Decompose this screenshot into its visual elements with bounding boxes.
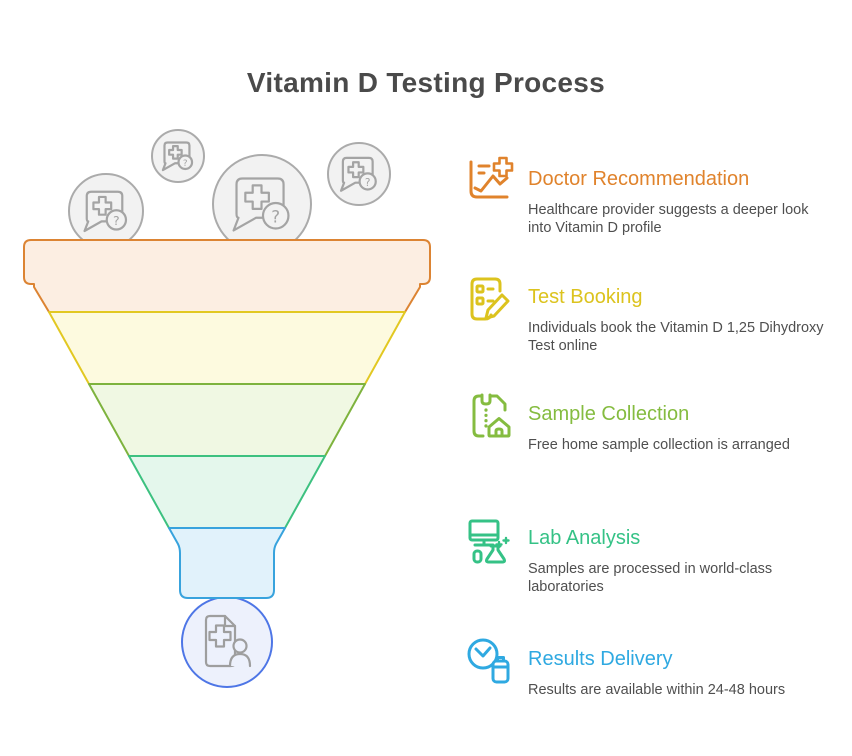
thought-bubble-2 bbox=[151, 129, 205, 183]
patient-drop-circle bbox=[181, 596, 273, 688]
document-patient-icon bbox=[204, 614, 252, 668]
step-title: Sample Collection bbox=[528, 403, 690, 425]
process-steps-list: Doctor Recommendation Healthcare provide… bbox=[462, 0, 848, 756]
funnel-layer-sample-collection bbox=[88, 383, 366, 457]
funnel-layer-lab-analysis bbox=[128, 455, 326, 529]
thought-bubble-1 bbox=[68, 173, 144, 249]
thought-bubble-3 bbox=[211, 153, 313, 255]
step-lab-analysis: Lab Analysis Samples are processed in wo… bbox=[462, 514, 830, 596]
step-title: Results Delivery bbox=[528, 648, 673, 670]
step-description: Results are available within 24-48 hours bbox=[528, 682, 786, 698]
computer-lab-flask-icon bbox=[462, 514, 514, 566]
step-description: Healthcare provider suggests a deeper lo… bbox=[528, 202, 809, 236]
step-title: Doctor Recommendation bbox=[528, 168, 750, 190]
chart-medical-cross-icon bbox=[462, 155, 514, 207]
step-doctor-recommendation: Doctor Recommendation Healthcare provide… bbox=[462, 155, 830, 237]
funnel-diagram: ? bbox=[23, 129, 431, 688]
funnel-layer-results-delivery bbox=[168, 527, 286, 599]
page-title: Vitamin D Testing Process bbox=[246, 66, 606, 98]
step-description: Free home sample collection is arranged bbox=[528, 437, 790, 453]
step-sample-collection: Sample Collection Free home sample colle… bbox=[462, 390, 830, 454]
funnel-layer-doctor-recommendation bbox=[23, 239, 431, 313]
checklist-pencil-icon bbox=[462, 273, 514, 325]
step-title: Test Booking bbox=[528, 286, 643, 308]
step-test-booking: Test Booking Individuals book the Vitami… bbox=[462, 273, 830, 355]
clock-delivery-icon bbox=[462, 635, 514, 687]
step-description: Individuals book the Vitamin D 1,25 Dihy… bbox=[528, 320, 824, 354]
thought-bubble-4 bbox=[327, 142, 391, 206]
step-description: Samples are processed in world-class lab… bbox=[528, 561, 773, 595]
step-title: Lab Analysis bbox=[528, 527, 641, 549]
sample-document-home-icon bbox=[462, 390, 514, 442]
step-results-delivery: Results Delivery Results are available w… bbox=[462, 635, 830, 699]
funnel-layer-test-booking bbox=[48, 311, 406, 385]
